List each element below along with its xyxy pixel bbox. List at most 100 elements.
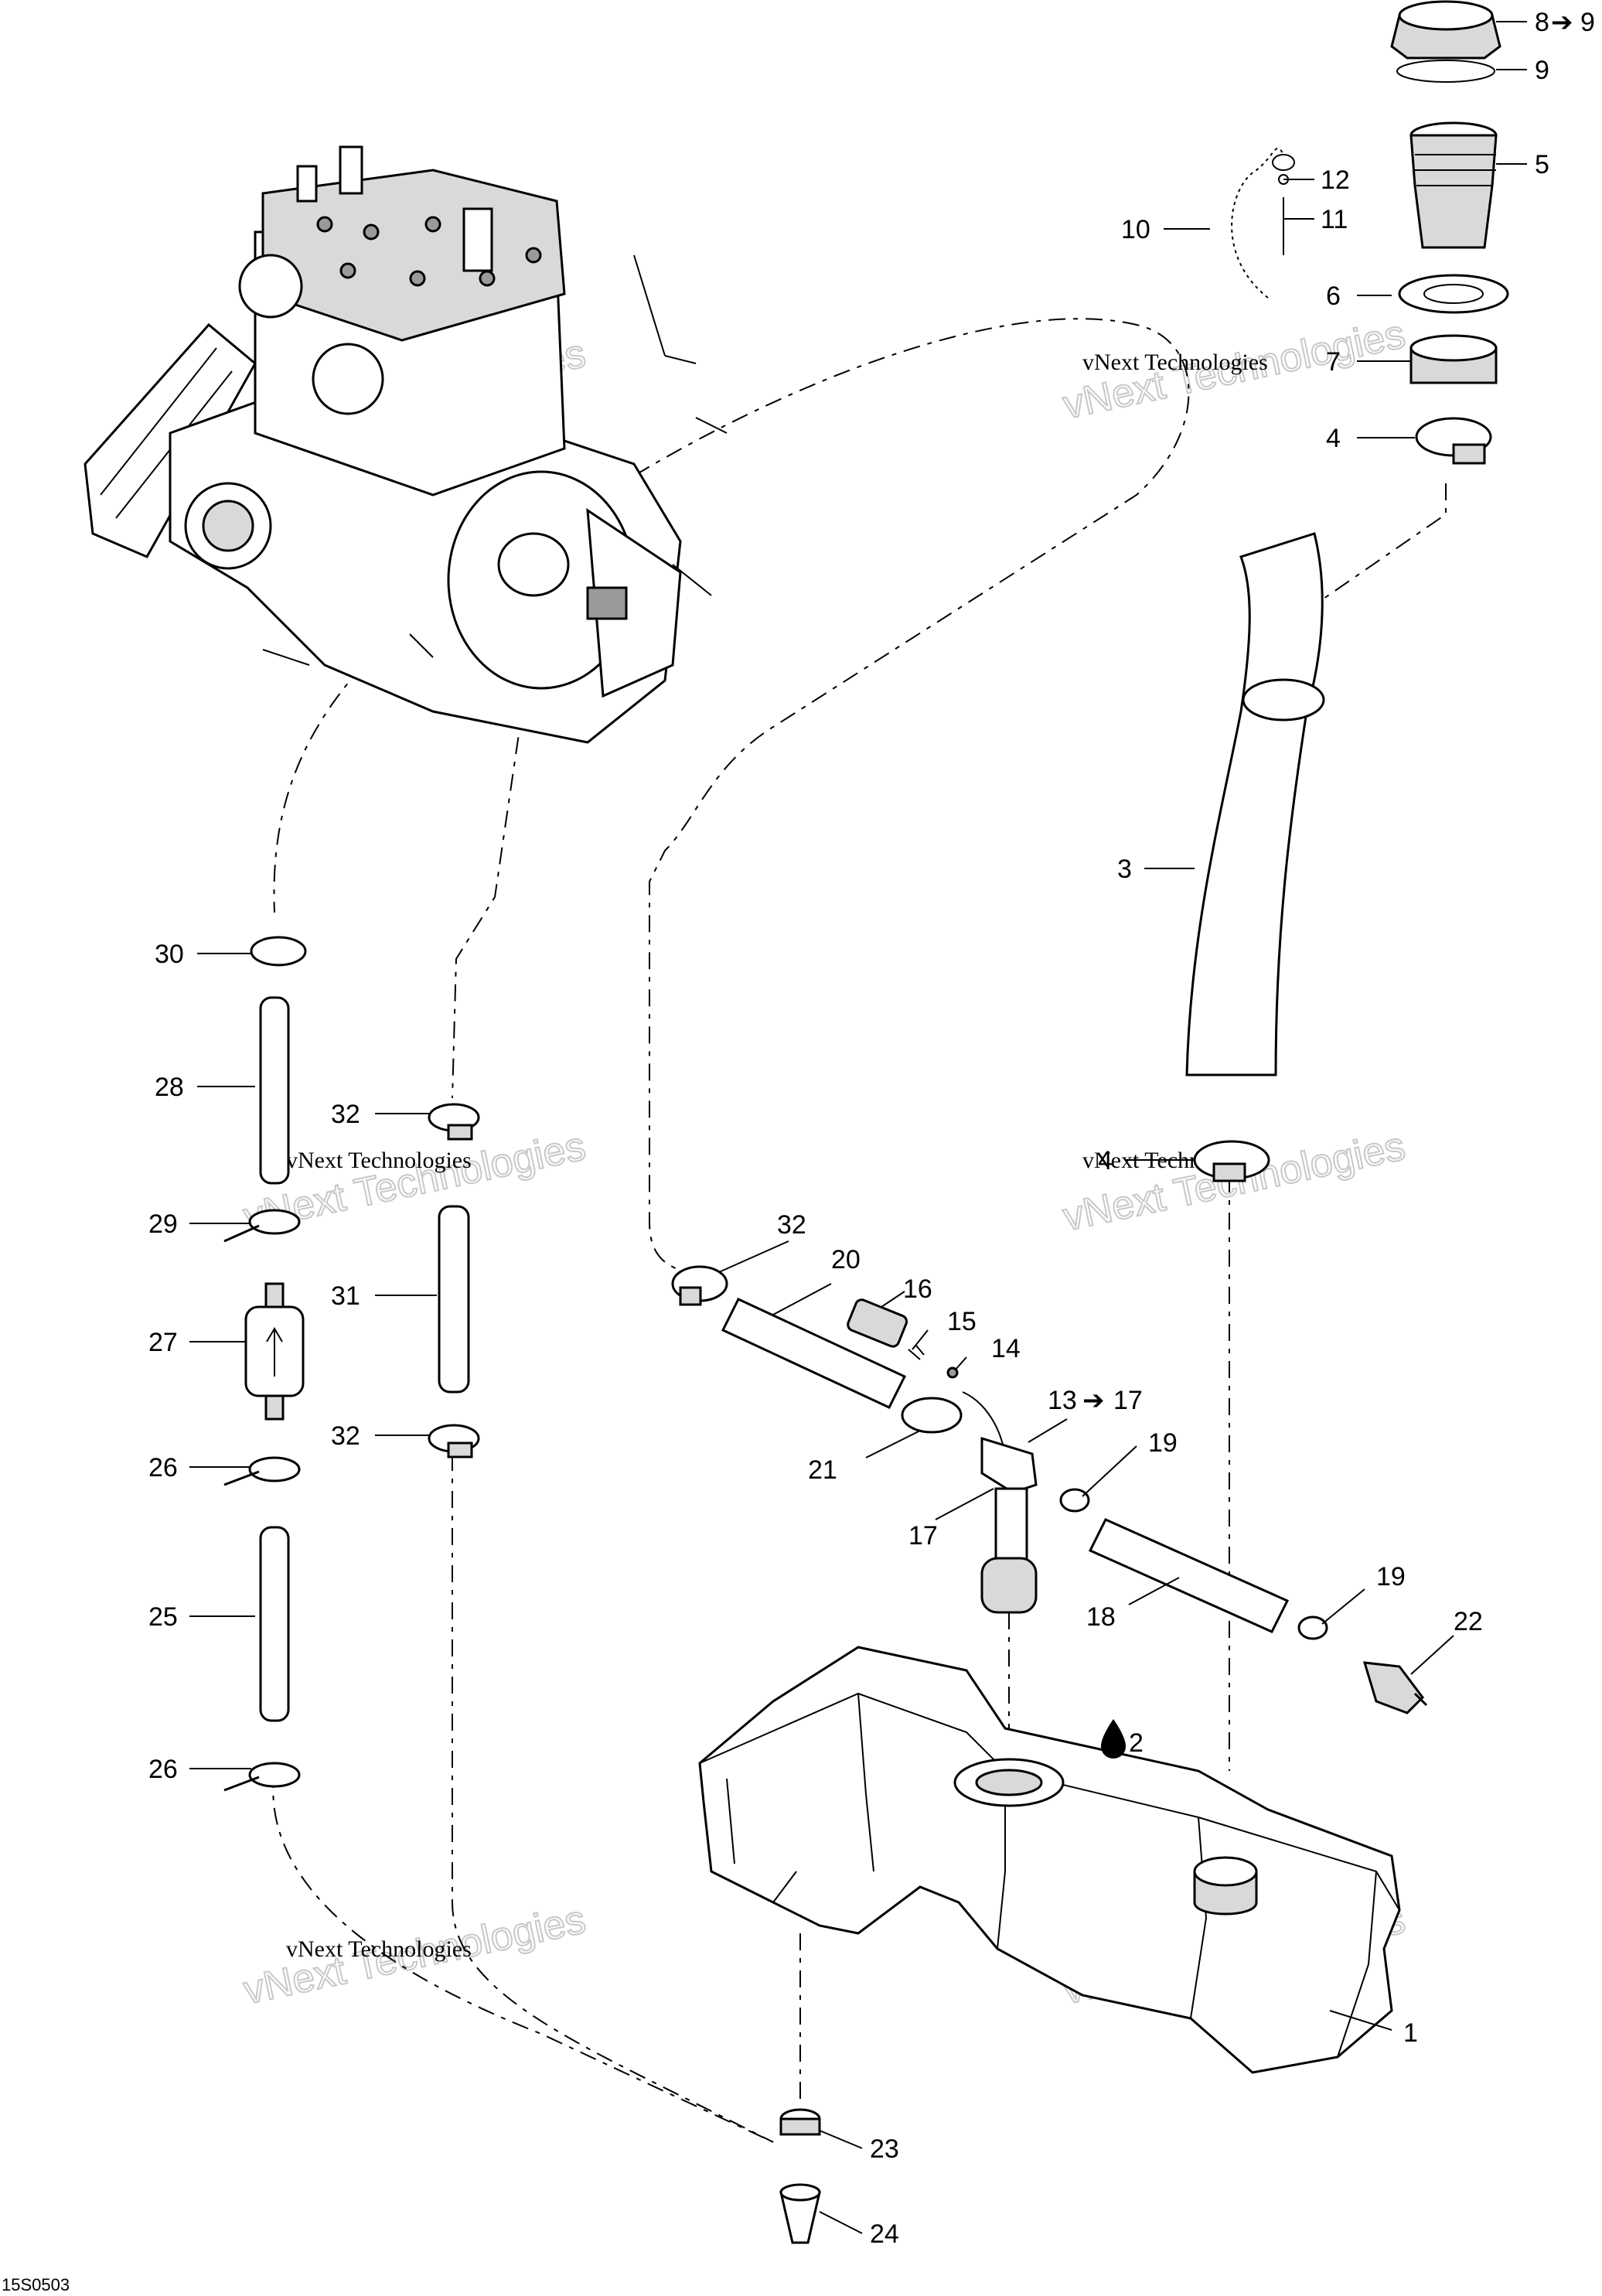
callout-31: 31	[331, 1281, 360, 1311]
watermark-text: vNext Technologies	[286, 1148, 472, 1173]
bolt	[424, 216, 441, 233]
stud	[672, 417, 728, 596]
filter-nipple	[264, 1282, 285, 1308]
callout-7: 7	[1326, 347, 1341, 377]
clamp	[248, 1762, 301, 1788]
clamp-screw	[1452, 443, 1486, 465]
leader-line	[718, 1240, 789, 1273]
fitting	[339, 145, 363, 195]
routing-line	[272, 1770, 774, 2143]
tether-ring	[1272, 154, 1295, 171]
check-valve	[1362, 1661, 1424, 1714]
bolt	[525, 247, 542, 264]
tank-rib	[726, 1778, 797, 1903]
return-line	[428, 1103, 480, 1458]
flange	[238, 254, 303, 319]
leader-line	[819, 2130, 863, 2149]
fuel-hose	[1088, 1518, 1290, 1633]
filler-hose-end	[1242, 678, 1325, 722]
callout-27: 27	[148, 1328, 178, 1357]
cap-o-ring	[1396, 60, 1495, 83]
clamp-tab	[223, 1224, 260, 1243]
callout-13-range-end: 17	[1113, 1386, 1143, 1415]
leader-line	[1410, 1635, 1454, 1675]
callout-25: 25	[148, 1602, 178, 1632]
callout-29: 29	[148, 1209, 178, 1239]
callout-8-range-end: 9	[1580, 8, 1595, 37]
bolt	[339, 262, 356, 279]
magneto-cover-port	[497, 532, 570, 597]
fuel-filter-line	[223, 936, 307, 1792]
routing-line	[273, 664, 364, 913]
routing-line	[452, 1454, 774, 2143]
callout-16: 16	[903, 1274, 932, 1304]
callout-14: 14	[991, 1334, 1021, 1363]
callout-17: 17	[908, 1521, 938, 1551]
callout-2: 2	[1129, 1728, 1144, 1758]
routing-lines	[272, 318, 1447, 2143]
leader-lines	[189, 21, 1527, 2234]
pickup-head	[980, 1436, 1038, 1494]
callout-1: 1	[1403, 2018, 1418, 2048]
filler-cap-top	[1398, 0, 1494, 31]
bolt	[363, 223, 380, 241]
tether-chain	[1231, 147, 1284, 299]
pickup-tube	[994, 1487, 1028, 1568]
filler-cap-stack	[1231, 0, 1509, 465]
bolt	[316, 216, 333, 233]
callout-22: 22	[1454, 1607, 1483, 1636]
leader-line	[772, 1283, 832, 1315]
callout-6: 6	[1326, 281, 1341, 311]
callout-18: 18	[1086, 1602, 1116, 1632]
mount-bracket	[586, 508, 682, 698]
callouts: 8 ➔ 9 9 5 12 11 10 6 7 4 3 4 30 28 29 27…	[148, 8, 1595, 2249]
fitting	[462, 207, 493, 272]
routing-line	[602, 318, 1190, 1277]
leader-line	[1128, 1577, 1180, 1605]
callout-32-pickup: 32	[777, 1210, 806, 1240]
fuel-drop-icon	[1101, 1719, 1126, 1759]
callout-32-bottom: 32	[331, 1421, 360, 1451]
engine-illustration	[84, 145, 728, 744]
filler-hose	[1185, 532, 1325, 1182]
fuel-hose	[259, 996, 290, 1185]
fuel-hose	[259, 1526, 290, 1722]
callout-26-bottom: 26	[148, 1755, 178, 1784]
callout-13-arrow: ➔	[1082, 1386, 1105, 1415]
filler-neck	[1409, 134, 1498, 249]
check-valve-nipple	[1413, 1692, 1428, 1707]
callout-20: 20	[831, 1245, 861, 1274]
callout-4-bottom: 4	[1098, 1146, 1113, 1175]
stud	[262, 633, 434, 666]
stud	[633, 254, 697, 364]
callout-13: 13	[1048, 1386, 1077, 1415]
watermark-text: vNext Technologies	[1082, 350, 1268, 375]
fitting-top	[779, 2183, 821, 2202]
callout-15: 15	[947, 1307, 977, 1336]
tank-rib	[857, 1693, 1377, 2058]
nut-top	[1409, 334, 1498, 362]
callout-12: 12	[1321, 165, 1350, 195]
callout-9: 9	[1535, 56, 1549, 85]
leader-line	[1082, 1445, 1137, 1497]
clamp-screw	[679, 1286, 702, 1306]
callout-24: 24	[870, 2219, 899, 2249]
leader-line	[881, 1291, 905, 1308]
callout-19-top: 19	[1148, 1428, 1178, 1458]
callout-3: 3	[1117, 855, 1132, 884]
pickup-port-opening	[975, 1769, 1043, 1796]
screw	[908, 1345, 925, 1360]
fuel-tank	[698, 1646, 1401, 2074]
clamp-screw	[1212, 1162, 1246, 1182]
grommet-body	[779, 2117, 821, 2136]
watermark-text: vNext Technologies	[286, 1936, 472, 1962]
pickup-filter	[980, 1557, 1038, 1614]
clamp	[1059, 1488, 1090, 1513]
leader-line	[1329, 2010, 1392, 2031]
fuel-hose	[438, 1205, 470, 1394]
clamp	[901, 1397, 963, 1434]
flow-arrow-icon	[266, 1327, 283, 1377]
clamp-tab	[223, 1776, 260, 1792]
callout-8: 8	[1535, 8, 1549, 37]
callout-11: 11	[1321, 205, 1348, 234]
